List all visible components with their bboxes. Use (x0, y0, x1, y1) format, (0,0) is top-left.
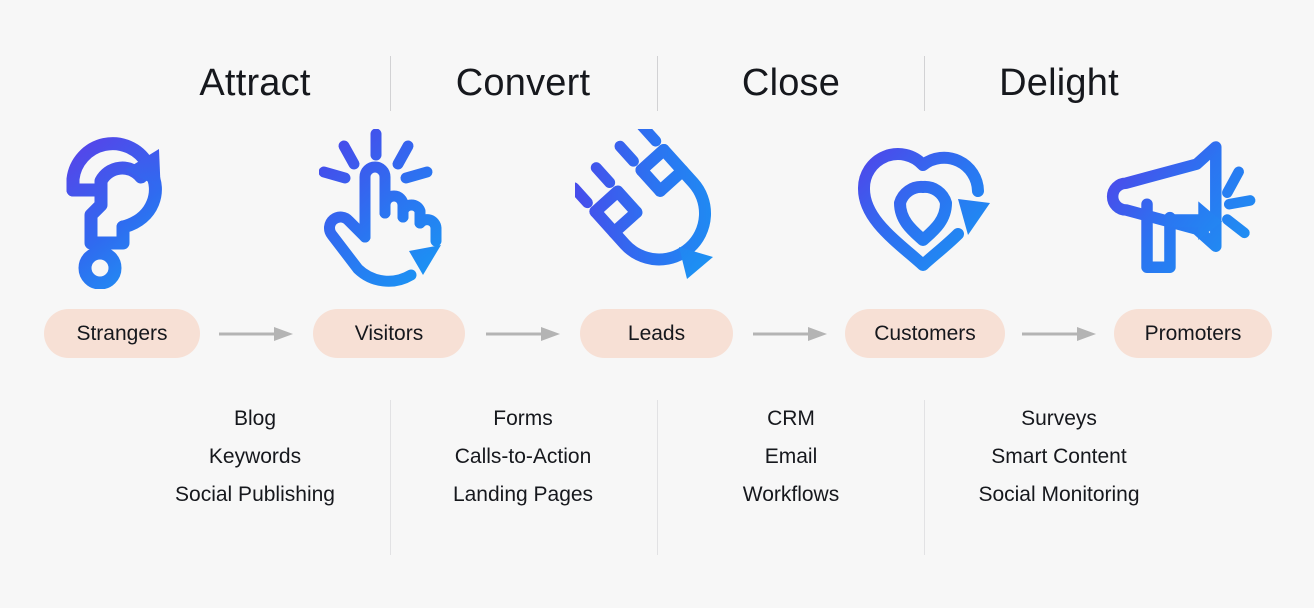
phase-title-close: Close (741, 61, 841, 104)
tactic-item: Social Monitoring (978, 483, 1140, 506)
tactic-item: Landing Pages (452, 483, 594, 506)
megaphone-icon (1105, 126, 1275, 291)
arrow-strangers-to-visitors (219, 327, 293, 341)
tactic-item: Calls-to-Action (454, 445, 592, 468)
phase-header-row: Attract Convert Close Delight (0, 52, 1314, 114)
stage-pill-customers[interactable]: Customers (845, 309, 1005, 358)
tactics-column-attract: Blog Keywords Social Publishing (124, 404, 386, 509)
magnet-icon (570, 126, 740, 291)
header-divider-2 (657, 56, 658, 111)
tactics-column-close: CRM Email Workflows (660, 404, 922, 509)
header-divider-3 (924, 56, 925, 111)
tactic-item: Social Publishing (175, 483, 335, 506)
footer-divider-1 (390, 400, 391, 555)
arrow-leads-to-customers (753, 327, 827, 341)
phase-title-delight: Delight (999, 61, 1119, 104)
stage-pill-leads[interactable]: Leads (580, 309, 733, 358)
stage-pill-promoters[interactable]: Promoters (1114, 309, 1272, 358)
tactic-item: CRM (767, 407, 815, 430)
icon-row (0, 126, 1314, 291)
heart-arrow-icon (840, 126, 1010, 291)
footer-divider-2 (657, 400, 658, 555)
stage-pill-strangers[interactable]: Strangers (44, 309, 200, 358)
tactic-item: Blog (233, 407, 277, 430)
tactic-item: Smart Content (991, 445, 1127, 468)
tactics-column-convert: Forms Calls-to-Action Landing Pages (392, 404, 654, 509)
phase-title-convert: Convert (455, 61, 591, 104)
arrow-customers-to-promoters (1022, 327, 1096, 341)
arrow-visitors-to-leads (486, 327, 560, 341)
tactic-item: Email (764, 445, 818, 468)
tactic-item: Forms (493, 407, 553, 430)
footer-divider-3 (924, 400, 925, 555)
tactic-item: Workflows (742, 483, 840, 506)
pointing-hand-click-icon (304, 126, 474, 291)
tactics-column-delight: Surveys Smart Content Social Monitoring (928, 404, 1190, 509)
tactic-item: Keywords (208, 445, 302, 468)
tactic-item: Surveys (1021, 407, 1097, 430)
question-mark-icon (36, 126, 206, 291)
stage-pill-row: Strangers Visitors Leads Customers Promo… (0, 309, 1314, 359)
phase-title-attract: Attract (199, 61, 311, 104)
header-divider-1 (390, 56, 391, 111)
stage-pill-visitors[interactable]: Visitors (313, 309, 465, 358)
tactics-row: Blog Keywords Social Publishing Forms Ca… (0, 404, 1314, 559)
